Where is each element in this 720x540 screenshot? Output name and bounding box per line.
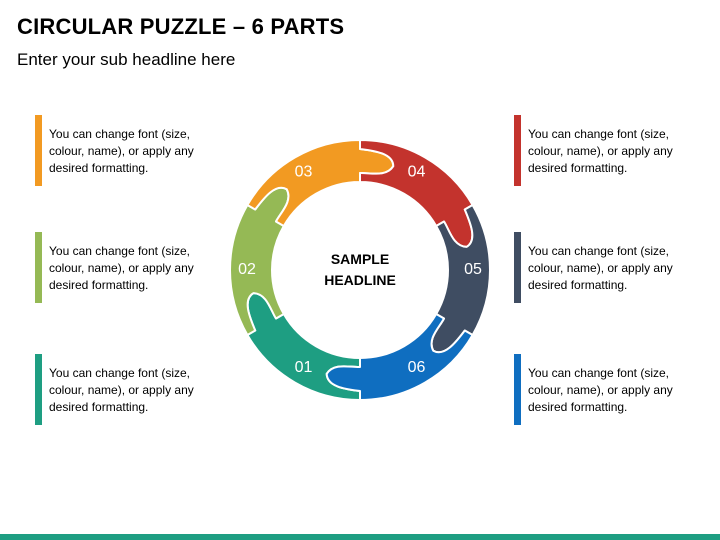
- left-item-3-bar: [35, 354, 42, 425]
- left-item-3: You can change font (size, colour, name)…: [35, 354, 215, 425]
- puzzle-label-06: 06: [408, 359, 426, 376]
- puzzle-piece-06: [325, 313, 474, 401]
- right-item-2-text: You can change font (size, colour, name)…: [528, 244, 673, 292]
- puzzle-label-04: 04: [408, 163, 426, 180]
- page-subtitle: Enter your sub headline here: [17, 50, 236, 69]
- page-title: CIRCULAR PUZZLE – 6 PARTS: [17, 14, 345, 39]
- left-item-1: You can change font (size, colour, name)…: [35, 115, 215, 186]
- left-item-1-text: You can change font (size, colour, name)…: [49, 127, 194, 175]
- puzzle-label-03: 03: [295, 163, 313, 180]
- footer-line: [0, 534, 720, 540]
- right-item-3-bar: [514, 354, 521, 425]
- left-item-3-text: You can change font (size, colour, name)…: [49, 366, 194, 414]
- right-item-2: You can change font (size, colour, name)…: [514, 232, 694, 303]
- right-item-1-bar: [514, 115, 521, 186]
- center-headline-line-2: HEADLINE: [324, 272, 396, 288]
- puzzle-label-02: 02: [238, 261, 256, 278]
- right-item-3-text: You can change font (size, colour, name)…: [528, 366, 673, 414]
- right-item-3: You can change font (size, colour, name)…: [514, 354, 694, 425]
- center-headline-line-1: SAMPLE: [330, 251, 390, 267]
- puzzle-label-01: 01: [295, 359, 313, 376]
- left-item-2-bar: [35, 232, 42, 303]
- puzzle-label-05: 05: [464, 261, 482, 278]
- left-item-2-text: You can change font (size, colour, name)…: [49, 244, 194, 292]
- left-item-2: You can change font (size, colour, name)…: [35, 232, 215, 303]
- right-item-2-bar: [514, 232, 521, 303]
- right-item-1-text: You can change font (size, colour, name)…: [528, 127, 673, 175]
- left-item-1-bar: [35, 115, 42, 186]
- right-item-1: You can change font (size, colour, name)…: [514, 115, 694, 186]
- center-headline: SAMPLE HEADLINE: [300, 249, 420, 291]
